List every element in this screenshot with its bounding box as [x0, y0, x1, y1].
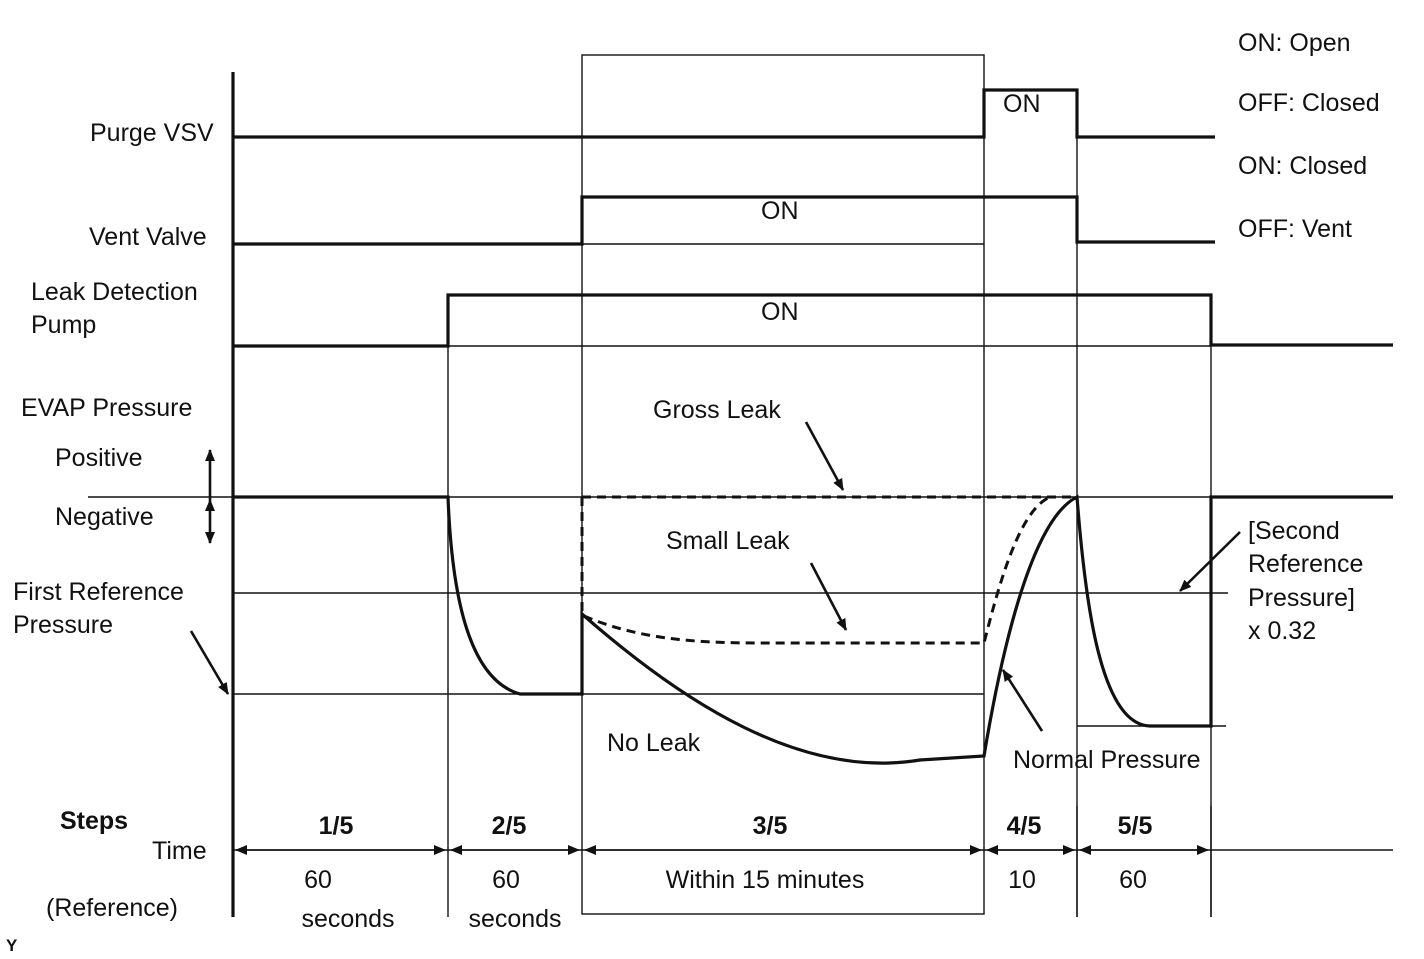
- second-reference-arrow: [1179, 531, 1241, 592]
- small-leak-arrow: [809, 562, 848, 631]
- gross-leak-label: Gross Leak: [653, 396, 781, 424]
- evap-pressure-title: EVAP Pressure: [21, 394, 192, 422]
- on-label-purge: ON: [1003, 90, 1041, 118]
- second-ref-label-1: [Second: [1248, 517, 1340, 545]
- step-3-label: 3/5: [753, 812, 788, 840]
- figure-code: Y: [6, 936, 18, 955]
- small-leak-trace: [583, 495, 1051, 645]
- step-3-frame: [581, 54, 985, 915]
- negative-label: Negative: [55, 503, 154, 531]
- small-leak-label: Small Leak: [666, 527, 790, 555]
- first-reference-arrow: [189, 630, 230, 695]
- second-ref-label-4: x 0.32: [1248, 617, 1316, 645]
- first-ref-label-2: Pressure: [13, 611, 113, 639]
- label-pump-line2: Pump: [31, 311, 96, 339]
- step-2-time: 60: [492, 866, 520, 894]
- step-4-time: 10: [1008, 866, 1036, 894]
- vent-valve-signal: [233, 195, 1215, 246]
- step-1-unit: seconds: [301, 905, 394, 933]
- no-leak-label: No Leak: [607, 729, 701, 757]
- step-2-unit: seconds: [468, 905, 561, 933]
- label-pump-line1: Leak Detection: [31, 278, 198, 306]
- label-purge-vsv: Purge VSV: [90, 119, 214, 147]
- step-4-label: 4/5: [1007, 812, 1042, 840]
- steps-label: Steps: [60, 807, 128, 835]
- normal-pressure-arrow: [1001, 669, 1044, 732]
- legend-vent-off: OFF: Vent: [1238, 215, 1352, 243]
- reference-label: (Reference): [46, 894, 178, 922]
- leak-detection-pump-signal: [233, 293, 1393, 348]
- step-2-label: 2/5: [492, 812, 527, 840]
- second-ref-label-2: Reference: [1248, 550, 1363, 578]
- second-ref-label-3: Pressure]: [1248, 584, 1355, 612]
- positive-label: Positive: [55, 444, 143, 472]
- on-label-pump: ON: [761, 298, 799, 326]
- gross-leak-trace: [580, 495, 1077, 614]
- first-ref-label-1: First Reference: [13, 578, 184, 606]
- label-vent-valve: Vent Valve: [89, 223, 207, 251]
- purge-vsv-signal: [233, 88, 1215, 139]
- on-label-vent: ON: [761, 197, 799, 225]
- normal-pressure-label: Normal Pressure: [1013, 746, 1201, 774]
- legend-purge-on: ON: Open: [1238, 29, 1351, 57]
- time-label: Time: [152, 837, 207, 865]
- legend-vent-on: ON: Closed: [1238, 152, 1367, 180]
- step-5-time: 60: [1119, 866, 1147, 894]
- step-5-label: 5/5: [1118, 812, 1153, 840]
- step-3-time: Within 15 minutes: [666, 866, 865, 894]
- evap-pressure-trace: [233, 494, 1393, 765]
- step-1-time: 60: [304, 866, 332, 894]
- legend-purge-off: OFF: Closed: [1238, 89, 1380, 117]
- gross-leak-arrow: [804, 421, 845, 491]
- step-1-label: 1/5: [319, 812, 354, 840]
